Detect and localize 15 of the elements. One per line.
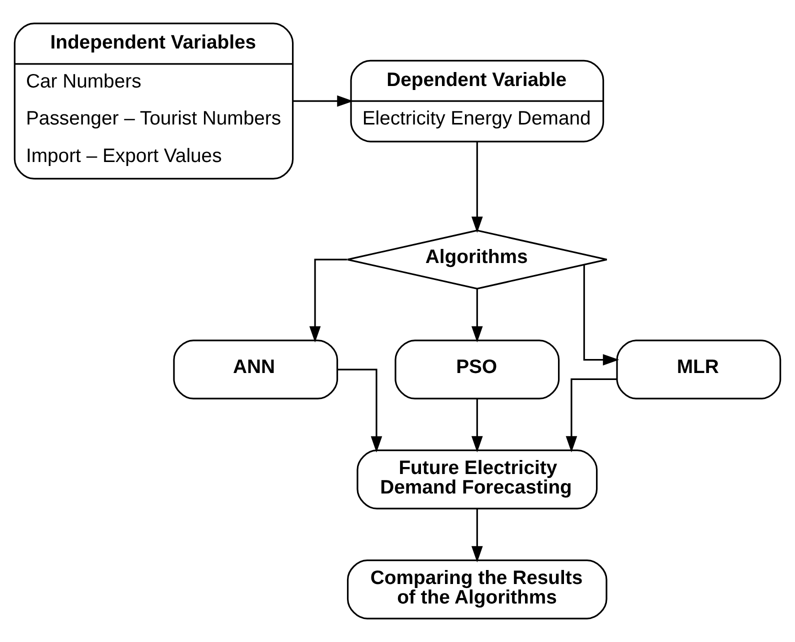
node-box: Comparing the Results of the Algorithms	[346, 560, 608, 620]
arrow	[471, 398, 483, 452]
arrow	[566, 378, 617, 452]
node-box: Future Electricity Demand Forecasting	[356, 450, 598, 510]
node-diamond: Algorithms	[346, 230, 608, 290]
arrow	[471, 142, 483, 233]
node-box: MLR	[616, 340, 782, 400]
arrow	[293, 95, 354, 107]
arrow	[309, 258, 348, 342]
arrow	[583, 264, 620, 366]
node-box: ANN	[173, 340, 338, 400]
arrow	[471, 508, 483, 562]
node-box: PSO	[394, 340, 560, 400]
arrow	[471, 289, 483, 342]
arrow	[338, 368, 382, 452]
